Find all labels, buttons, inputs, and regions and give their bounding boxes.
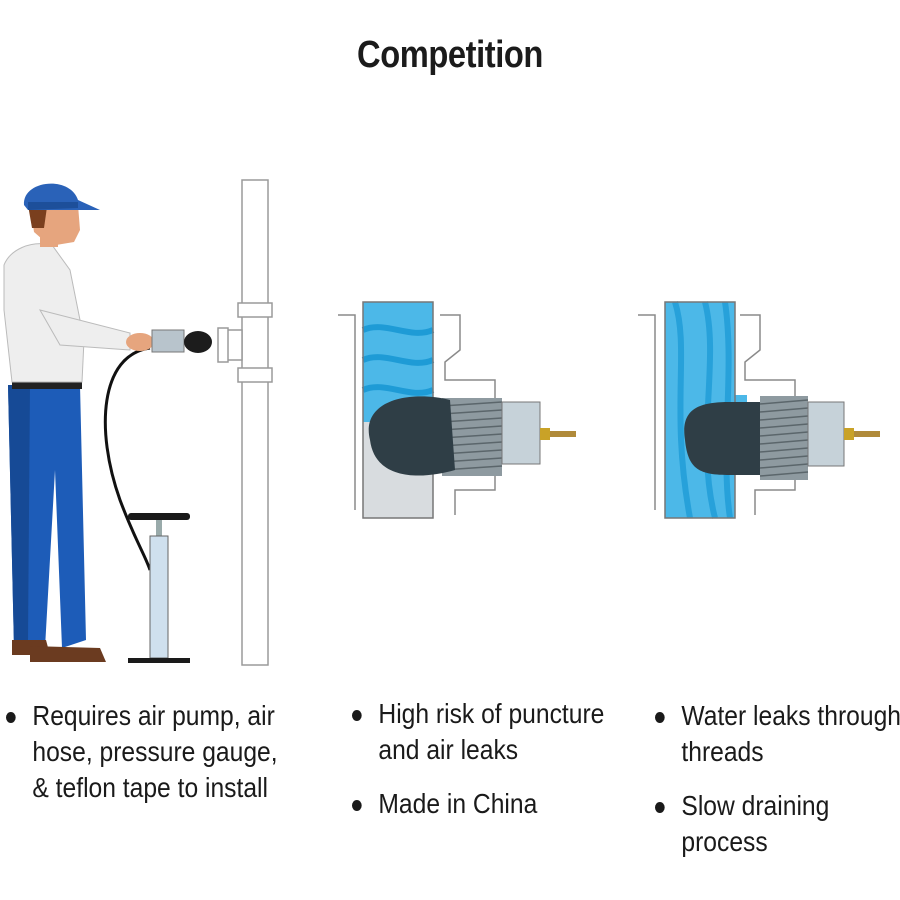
threaded-plug-cutaway-illustration bbox=[638, 301, 880, 519]
column-3-drawbacks: Water leaks through threads Slow drainin… bbox=[655, 698, 900, 878]
bullet-item: High risk of puncture and air leaks bbox=[352, 696, 607, 768]
brass-valve bbox=[540, 428, 550, 440]
page-title: Competition bbox=[357, 34, 543, 76]
air-hose bbox=[103, 346, 152, 571]
bullet-item: Requires air pump, air hose, pressure ga… bbox=[6, 698, 288, 806]
column-1-drawbacks: Requires air pump, air hose, pressure ga… bbox=[6, 698, 288, 824]
rubber-tip bbox=[684, 402, 765, 475]
plumber-with-air-pump-illustration bbox=[3, 179, 273, 666]
bullet-icon bbox=[655, 802, 665, 813]
inflated-bladder-cutaway-illustration bbox=[338, 301, 576, 519]
bullet-icon bbox=[352, 800, 362, 811]
bullet-item: Water leaks through threads bbox=[655, 698, 900, 770]
brass-valve bbox=[844, 428, 854, 440]
bullet-icon bbox=[655, 712, 665, 723]
vertical-pipe bbox=[217, 179, 273, 666]
plumber-figure bbox=[3, 183, 212, 662]
air-pump bbox=[128, 513, 190, 663]
bullet-item: Made in China bbox=[352, 786, 607, 822]
bullet-icon bbox=[6, 712, 16, 723]
column-2-drawbacks: High risk of puncture and air leaks Made… bbox=[352, 696, 607, 840]
inflated-bladder bbox=[368, 396, 455, 476]
bullet-item: Slow draining process bbox=[655, 788, 900, 860]
bullet-icon bbox=[352, 710, 362, 721]
